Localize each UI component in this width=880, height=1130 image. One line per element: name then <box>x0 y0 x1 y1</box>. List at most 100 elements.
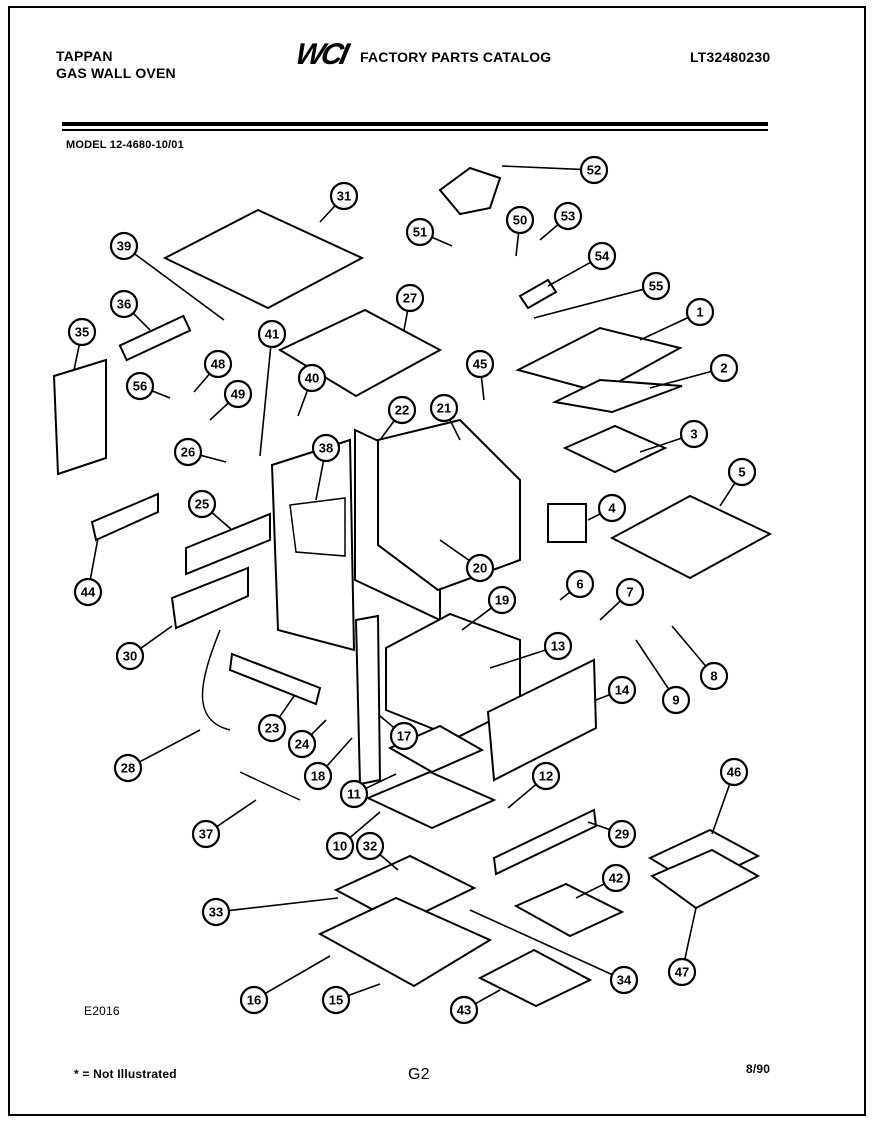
leader-lines <box>73 165 736 1005</box>
callout-label-12: 12 <box>539 769 553 784</box>
leader-line-33 <box>228 897 339 912</box>
callout-label-43: 43 <box>457 1003 471 1018</box>
callout-label-36: 36 <box>117 297 131 312</box>
callout-43: 43 <box>449 995 479 1025</box>
callout-16: 16 <box>239 985 269 1015</box>
leader-line-42 <box>575 883 605 899</box>
callout-label-10: 10 <box>333 839 347 854</box>
leader-line-17 <box>379 715 395 729</box>
catalog-title: FACTORY PARTS CATALOG <box>360 49 552 65</box>
leader-line-44 <box>89 537 99 580</box>
leader-line-30 <box>140 625 173 650</box>
part-35-side-trim <box>52 358 107 476</box>
leader-line-28 <box>139 729 201 763</box>
callout-label-22: 22 <box>395 403 409 418</box>
callout-label-40: 40 <box>305 371 319 386</box>
callout-label-44: 44 <box>81 585 96 600</box>
callout-label-47: 47 <box>675 965 689 980</box>
footnote: * = Not Illustrated <box>74 1067 177 1081</box>
callout-label-6: 6 <box>576 577 583 592</box>
leader-line-38 <box>315 460 325 501</box>
part-36-burner <box>118 314 192 362</box>
callout-51: 51 <box>405 217 435 247</box>
leader-line-34 <box>469 909 613 976</box>
callout-28: 28 <box>113 753 143 783</box>
callout-label-17: 17 <box>397 729 411 744</box>
callout-7: 7 <box>615 577 645 607</box>
leader-line-43 <box>474 989 501 1005</box>
part-10-drawer <box>365 770 497 830</box>
callout-label-54: 54 <box>595 249 610 264</box>
callout-label-45: 45 <box>473 357 487 372</box>
callout-label-11: 11 <box>347 787 361 802</box>
callout-49: 49 <box>223 379 253 409</box>
leader-line-16 <box>264 955 331 995</box>
leader-line-3 <box>639 437 682 453</box>
part-3-plate <box>562 424 668 474</box>
part-44-bracket <box>90 492 159 542</box>
leader-line-8 <box>671 625 707 667</box>
leader-line-41 <box>259 346 272 457</box>
part-4-small-panel <box>547 503 587 543</box>
leader-line-4 <box>587 513 601 521</box>
callout-label-50: 50 <box>513 213 527 228</box>
callout-label-51: 51 <box>413 225 427 240</box>
leader-line-29 <box>587 821 611 831</box>
callout-8: 8 <box>699 661 729 691</box>
leader-line-13 <box>489 649 546 669</box>
leader-line-2 <box>649 370 712 389</box>
leader-line-53 <box>539 223 559 241</box>
part-25-bracket <box>185 512 271 576</box>
callout-12: 12 <box>531 761 561 791</box>
leader-line-27 <box>403 310 409 331</box>
callout-38: 38 <box>311 433 341 463</box>
leader-line-39 <box>133 253 225 321</box>
catalog-number: LT32480230 <box>690 49 771 65</box>
part-29-control-panel <box>492 808 598 876</box>
callout-label-52: 52 <box>587 163 601 178</box>
callout-label-24: 24 <box>295 737 310 752</box>
part-54-bracket <box>518 278 558 310</box>
leader-line-45 <box>480 376 485 401</box>
part-38-burner <box>289 497 346 557</box>
callout-label-53: 53 <box>561 209 575 224</box>
callout-24: 24 <box>287 729 317 759</box>
callout-label-20: 20 <box>473 561 487 576</box>
callout-45: 45 <box>465 349 495 379</box>
callout-label-34: 34 <box>617 973 632 988</box>
part-1-top-cover <box>515 326 683 394</box>
leader-line-20 <box>439 539 470 562</box>
callout-label-8: 8 <box>710 669 717 684</box>
leader-line-11 <box>365 773 397 790</box>
callout-label-32: 32 <box>363 839 377 854</box>
callout-15: 15 <box>321 985 351 1015</box>
leader-line-21 <box>449 419 461 441</box>
callout-36: 36 <box>109 289 139 319</box>
callout-32: 32 <box>355 831 385 861</box>
callout-label-56: 56 <box>133 379 147 394</box>
part-28-cord <box>201 629 231 731</box>
callout-label-26: 26 <box>181 445 195 460</box>
callout-44: 44 <box>73 577 103 607</box>
leader-line-15 <box>347 983 381 997</box>
leader-line-52 <box>501 165 582 171</box>
leader-line-32 <box>379 853 399 871</box>
leader-line-54 <box>547 261 592 287</box>
callout-label-55: 55 <box>649 279 663 294</box>
product-type: GAS WALL OVEN <box>56 65 176 81</box>
leader-line-6 <box>559 591 571 601</box>
callout-6: 6 <box>565 569 595 599</box>
callout-13: 13 <box>543 631 573 661</box>
part-15-frame <box>317 896 493 988</box>
callout-39: 39 <box>109 231 139 261</box>
part-27-panel <box>277 308 443 398</box>
part-11-broiler-pan <box>387 724 485 774</box>
callout-29: 29 <box>607 819 637 849</box>
callout-label-31: 31 <box>337 189 351 204</box>
callout-label-21: 21 <box>437 401 451 416</box>
leader-line-7 <box>599 600 622 621</box>
callout-47: 47 <box>667 957 697 987</box>
leader-line-47 <box>683 907 697 960</box>
callout-label-18: 18 <box>311 769 325 784</box>
